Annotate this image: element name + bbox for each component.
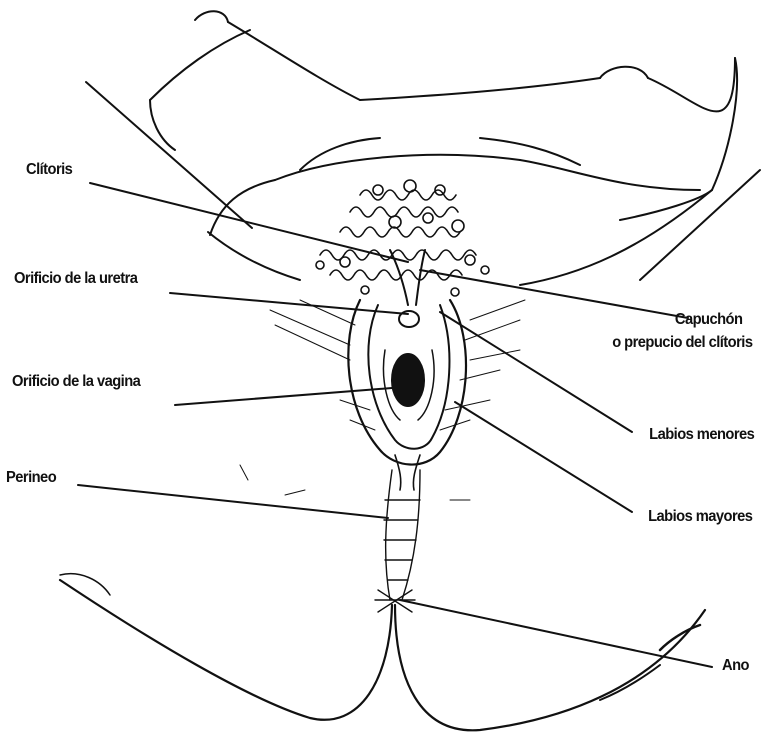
label-labia-majora: Labios mayores [648, 507, 752, 527]
leader-anus [400, 600, 712, 667]
label-hood-line1: Capuchón [674, 310, 742, 330]
label-anus: Ano [722, 656, 749, 676]
label-labia-minora: Labios menores [649, 425, 754, 445]
leader-urethra [170, 293, 408, 314]
leader-lines [78, 183, 712, 667]
leader-perineum [78, 485, 388, 518]
leader-labia-minora [440, 312, 632, 432]
label-urethra: Orificio de la uretra [14, 269, 137, 289]
label-perineum: Perineo [6, 468, 56, 488]
label-vagina: Orificio de la vagina [12, 372, 140, 392]
torso-outline [86, 11, 760, 285]
label-clitoris: Clítoris [26, 160, 72, 180]
leader-labia-majora [455, 402, 632, 512]
buttocks [60, 574, 705, 731]
shading [240, 300, 525, 500]
leader-vagina [175, 388, 392, 405]
perineum-area [375, 470, 420, 612]
label-hood-line2: o prepucio del clítoris [612, 333, 752, 353]
